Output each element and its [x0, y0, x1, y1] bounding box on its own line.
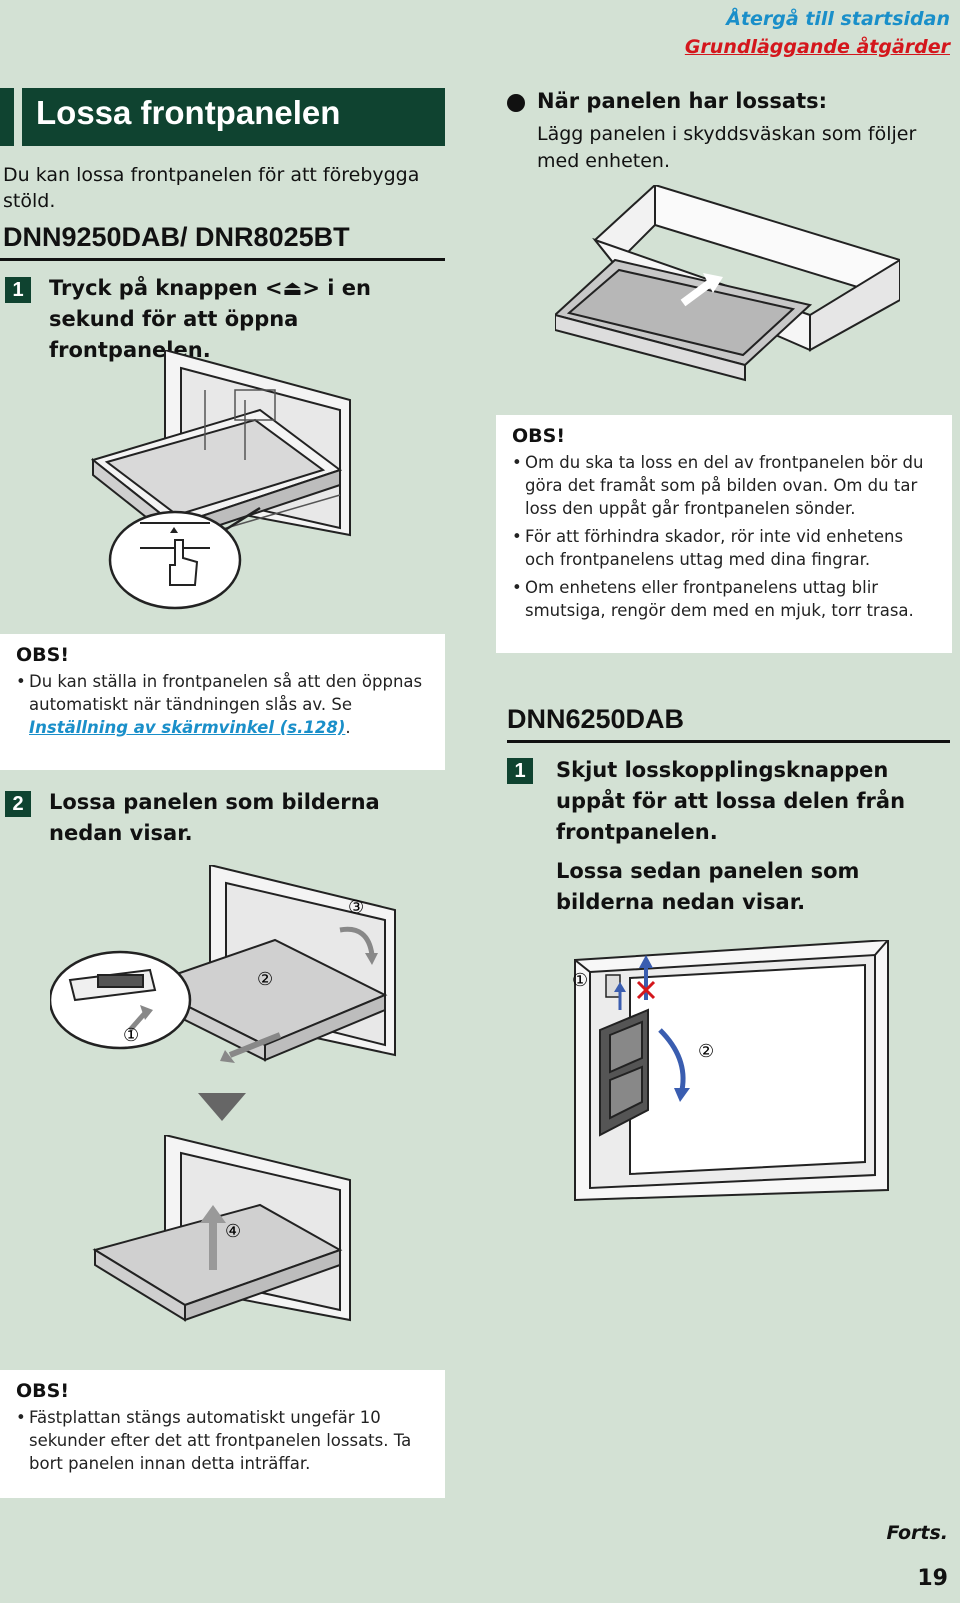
- obs-item: Fästplattan stängs automatiskt ungefär 1…: [16, 1406, 429, 1475]
- screen-angle-link[interactable]: Inställning av skärmvinkel (s.128): [29, 718, 346, 737]
- step-number-1b: 1: [507, 758, 533, 784]
- down-arrow-icon: [198, 1093, 246, 1121]
- obs-item: För att förhindra skador, rör inte vid e…: [512, 525, 936, 571]
- title-stripe: [0, 88, 14, 146]
- model-heading-a: DNN9250DAB/ DNR8025BT: [3, 222, 350, 252]
- obs-title-a2: OBS!: [16, 1380, 69, 1402]
- illustration-protective-case: [555, 185, 900, 382]
- obs-item: Om enhetens eller frontpanelens uttag bl…: [512, 576, 936, 622]
- obs-list-a2: Fästplattan stängs automatiskt ungefär 1…: [16, 1406, 429, 1475]
- after-text: Lägg panelen i skyddsväskan som följer m…: [537, 123, 917, 172]
- page-title-bar: Lossa frontpanelen: [0, 88, 445, 146]
- obs-box-right: OBS! Om du ska ta loss en del av frontpa…: [496, 415, 952, 653]
- callout-b1: ①: [572, 970, 588, 991]
- model-rule-a: [0, 258, 445, 261]
- callout-4: ④: [225, 1221, 241, 1242]
- home-link[interactable]: Återgå till startsidan: [726, 8, 950, 30]
- obs-list-a: Du kan ställa in frontpanelen så att den…: [16, 670, 429, 739]
- callout-2: ②: [257, 969, 273, 990]
- step-1b-text: Skjut losskopplingsknappen uppåt för att…: [556, 758, 906, 844]
- obs-item: Om du ska ta loss en del av frontpanelen…: [512, 451, 936, 520]
- step-number-1a: 1: [5, 277, 31, 303]
- illustration-lift-panel: ④: [92, 1135, 351, 1322]
- step-1a-text: Tryck på knappen <⏏> i en sekund för att…: [49, 276, 372, 362]
- bullet-icon: [507, 94, 525, 112]
- after-title: När panelen har lossats:: [537, 89, 828, 113]
- title-background: [22, 88, 445, 146]
- callout-3: ③: [348, 897, 364, 918]
- page-title: Lossa frontpanelen: [36, 94, 341, 131]
- obs-title-a: OBS!: [16, 644, 69, 666]
- model-heading-b: DNN6250DAB: [507, 704, 685, 734]
- step-1b-text2: Lossa sedan panelen som bilderna nedan v…: [556, 859, 860, 914]
- obs-item: Du kan ställa in frontpanelen så att den…: [16, 670, 429, 739]
- continued-label: Forts.: [886, 1522, 948, 1544]
- illustration-remove-panel: ① ② ③: [50, 865, 396, 1063]
- obs-item-text: Du kan ställa in frontpanelen så att den…: [29, 672, 423, 714]
- page-number: 19: [917, 1566, 948, 1591]
- callout-b2: ②: [698, 1041, 714, 1062]
- obs-title-right: OBS!: [512, 425, 565, 447]
- obs-box-a: OBS! Du kan ställa in frontpanelen så at…: [0, 634, 445, 770]
- obs-item-end: .: [345, 718, 351, 737]
- obs-list-right: Om du ska ta loss en del av frontpanelen…: [512, 451, 936, 622]
- step-number-2a: 2: [5, 791, 31, 817]
- model-rule-b: [507, 740, 950, 743]
- step-2a-text: Lossa panelen som bilderna nedan visar.: [49, 790, 380, 845]
- illustration-open-panel: [90, 350, 351, 610]
- illustration-release-button: ① ②: [572, 940, 889, 1202]
- section-link[interactable]: Grundläggande åtgärder: [684, 36, 950, 58]
- obs-box-a2: OBS! Fästplattan stängs automatiskt unge…: [0, 1370, 445, 1498]
- intro-text: Du kan lossa frontpanelen för att föreby…: [3, 164, 420, 212]
- callout-1: ①: [123, 1025, 139, 1046]
